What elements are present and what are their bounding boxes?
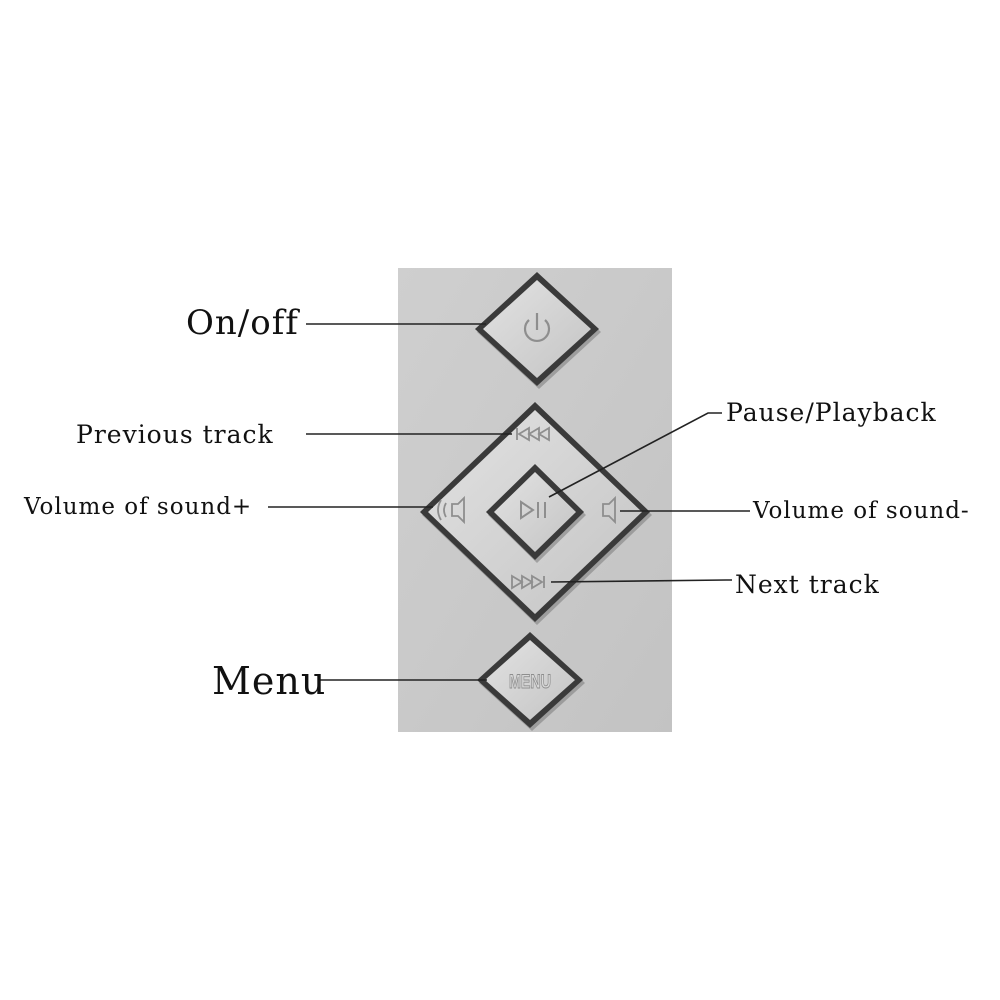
menu-button[interactable]: MENU xyxy=(477,632,585,731)
label-volume-up: Volume of sound+ xyxy=(24,494,253,520)
volume-up-icon[interactable] xyxy=(437,495,465,525)
label-previous-track: Previous track xyxy=(76,420,274,449)
power-icon xyxy=(523,313,551,342)
previous-track-icon[interactable] xyxy=(516,426,550,442)
next-track-icon[interactable] xyxy=(511,574,545,590)
leader-lines xyxy=(268,323,750,681)
play-pause-button[interactable] xyxy=(486,464,586,563)
label-pause-playback: Pause/Playback xyxy=(726,398,937,427)
play-pause-icon xyxy=(520,500,546,520)
label-menu: Menu xyxy=(212,659,327,703)
volume-down-icon[interactable] xyxy=(602,495,616,525)
leader-line-pause-playback xyxy=(548,412,722,498)
power-button[interactable] xyxy=(475,272,601,389)
label-next-track: Next track xyxy=(735,570,880,599)
label-volume-down: Volume of sound- xyxy=(753,498,970,524)
menu-button-text: MENU xyxy=(509,672,551,693)
leader-line-next-track xyxy=(550,579,732,583)
label-on-off: On/off xyxy=(186,303,299,343)
